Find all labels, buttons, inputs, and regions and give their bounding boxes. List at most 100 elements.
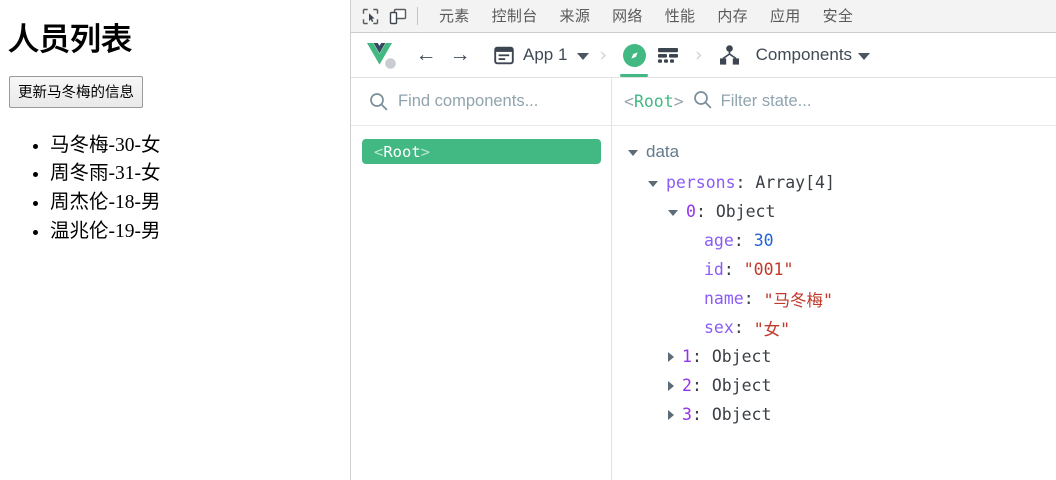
devtools-panel: 元素 控制台 来源 网络 性能 内存 应用 安全 ← → xyxy=(351,0,1056,480)
chevron-open-icon-persons[interactable] xyxy=(648,180,658,187)
tree-node-name: Root xyxy=(383,142,421,161)
breadcrumb-bracket-close: > xyxy=(673,92,684,111)
inspect-element-icon[interactable] xyxy=(357,3,384,29)
breadcrumb-separator-icon: › xyxy=(599,44,608,66)
state-key: age xyxy=(704,231,734,250)
state-sep: : xyxy=(735,173,756,192)
forward-arrow-icon[interactable]: → xyxy=(449,43,471,66)
vue-devtools-header: ← → App 1 › xyxy=(351,33,1056,78)
state-value: Array[4] xyxy=(755,173,835,192)
state-sep: : xyxy=(733,318,754,337)
state-tree: data persons: Array[4] 0: Object age: 30 xyxy=(612,126,1056,480)
page-title: 人员列表 xyxy=(8,22,132,57)
tab-network[interactable]: 网络 xyxy=(612,8,643,25)
tab-sources[interactable]: 来源 xyxy=(559,8,591,25)
state-value: Object xyxy=(711,376,772,395)
rendered-page-panel: 人员列表 更新马冬梅的信息 马冬梅-30-女 周冬雨-31-女 周杰伦-18-男… xyxy=(0,0,351,480)
state-key: sex xyxy=(704,318,734,337)
component-tree: <Root> xyxy=(351,126,611,480)
state-value: "女" xyxy=(753,319,791,339)
app-window-icon xyxy=(491,40,517,70)
app-selector-label[interactable]: App 1 xyxy=(523,45,568,64)
chevron-closed-icon-2[interactable] xyxy=(668,380,674,391)
breadcrumb-name: Root xyxy=(633,92,674,111)
state-value: Object xyxy=(711,405,772,424)
back-arrow-icon[interactable]: ← xyxy=(415,43,437,66)
vue-devtools-body: <Root> <Root> xyxy=(351,78,1056,480)
tab-memory[interactable]: 内存 xyxy=(717,8,748,25)
components-tree-icon xyxy=(713,37,747,73)
state-group-label: data xyxy=(646,142,680,161)
state-key: id xyxy=(704,260,724,279)
state-sep: : xyxy=(691,376,712,395)
state-key: 1 xyxy=(682,347,692,366)
tab-overflow-clipped[interactable] xyxy=(864,3,875,29)
breadcrumb-separator-icon-2: › xyxy=(695,44,703,66)
list-item: 周杰伦-18-男 xyxy=(50,189,342,218)
angle-bracket-close: > xyxy=(420,142,431,161)
vue-logo-icon xyxy=(365,39,399,71)
update-person-button[interactable]: 更新马冬梅的信息 xyxy=(9,75,143,108)
tab-security[interactable]: 安全 xyxy=(822,8,854,25)
list-item: 温兆伦-19-男 xyxy=(50,218,342,247)
timeline-icon[interactable] xyxy=(651,37,685,73)
person-list: 马冬梅-30-女 周冬雨-31-女 周杰伦-18-男 温兆伦-19-男 xyxy=(8,132,342,247)
state-group-data[interactable]: data xyxy=(612,136,1056,168)
state-row-name[interactable]: name: "马冬梅" xyxy=(612,284,1056,313)
tab-performance[interactable]: 性能 xyxy=(664,8,696,25)
panel-selector-label[interactable]: Components xyxy=(755,45,853,64)
state-key: persons xyxy=(666,173,736,192)
state-row-index-3[interactable]: 3: Object xyxy=(612,400,1056,429)
state-key: 2 xyxy=(682,376,692,395)
state-sep: : xyxy=(691,405,712,424)
tree-node-root[interactable]: <Root> xyxy=(362,139,601,164)
state-row-index-0[interactable]: 0: Object xyxy=(612,197,1056,226)
state-row-id[interactable]: id: "001" xyxy=(612,255,1056,284)
tab-application[interactable]: 应用 xyxy=(769,8,801,25)
state-header: <Root> xyxy=(612,78,1056,126)
compass-icon[interactable] xyxy=(617,37,651,77)
state-value: Object xyxy=(711,347,772,366)
state-value: "001" xyxy=(743,260,794,279)
filter-search-icon xyxy=(693,90,712,114)
state-row-persons[interactable]: persons: Array[4] xyxy=(612,168,1056,197)
filter-state-input[interactable] xyxy=(720,92,1046,111)
state-sep: : xyxy=(733,231,754,250)
tree-node-root-label: <Root> xyxy=(374,143,430,161)
chevron-closed-icon-1[interactable] xyxy=(668,351,674,362)
state-row-index-2[interactable]: 2: Object xyxy=(612,371,1056,400)
chevron-open-icon-0[interactable] xyxy=(668,209,678,216)
state-sep: : xyxy=(723,260,744,279)
angle-bracket-open: < xyxy=(374,142,384,161)
state-value: 30 xyxy=(753,231,774,250)
state-sep: : xyxy=(743,289,764,308)
chevron-down-icon[interactable] xyxy=(577,52,590,60)
state-column: <Root> data xyxy=(612,78,1056,480)
state-value: Object xyxy=(715,202,776,221)
tab-console[interactable]: 控制台 xyxy=(491,8,538,25)
toolbar-divider xyxy=(417,7,418,25)
state-key: 0 xyxy=(686,202,696,221)
device-toolbar-icon[interactable] xyxy=(384,3,411,29)
state-sep: : xyxy=(695,202,716,221)
state-row-age[interactable]: age: 30 xyxy=(612,226,1056,255)
selected-component-breadcrumb: <Root> xyxy=(624,92,684,111)
list-item: 周冬雨-31-女 xyxy=(50,160,342,189)
state-row-index-1[interactable]: 1: Object xyxy=(612,342,1056,371)
state-sep: : xyxy=(691,347,712,366)
find-components-input[interactable] xyxy=(398,92,601,111)
breadcrumb-bracket-open: < xyxy=(624,92,634,111)
chevron-open-icon xyxy=(628,150,638,156)
search-icon xyxy=(369,92,388,111)
state-value: "马冬梅" xyxy=(763,290,833,310)
state-row-sex[interactable]: sex: "女" xyxy=(612,313,1056,342)
chevron-closed-icon-3[interactable] xyxy=(668,409,674,420)
state-key: 3 xyxy=(682,405,692,424)
component-tree-column: <Root> xyxy=(351,78,612,480)
devtools-tabstrip: 元素 控制台 来源 网络 性能 内存 应用 安全 xyxy=(351,0,1056,33)
find-components-searchbar[interactable] xyxy=(351,78,611,126)
chevron-down-icon-panel[interactable] xyxy=(858,52,871,60)
tab-elements[interactable]: 元素 xyxy=(439,8,470,25)
state-key: name xyxy=(704,289,744,308)
